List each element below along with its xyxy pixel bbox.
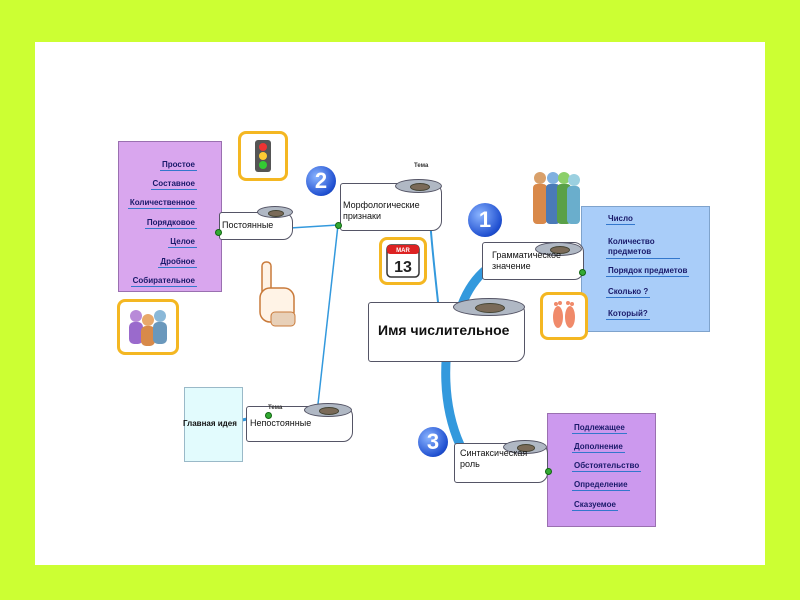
synt-topic-text: Синтаксическая роль [460, 448, 528, 469]
synt-item-2[interactable]: Обстоятельство [572, 461, 642, 472]
var-node-label: Непостоянные [250, 418, 312, 428]
var-roll [304, 403, 352, 417]
const-panel [118, 141, 222, 292]
synt-topic-label: Синтаксическая роль [460, 448, 540, 470]
morph-topic-label: Морфологические признаки [343, 200, 435, 222]
morph-topic-text: Морфологические признаки [343, 200, 420, 221]
people-icon [528, 168, 584, 228]
gram-topic-text: Грамматическое значение [492, 250, 561, 271]
calendar-month: MAR [396, 248, 410, 254]
gram-item-1-text: Количество предметов [608, 237, 655, 256]
gram-topic-label: Грамматическое значение [492, 250, 572, 272]
synt-roll [503, 440, 547, 454]
const-item-4[interactable]: Целое [168, 237, 197, 248]
central-roll [453, 298, 525, 316]
const-item-0[interactable]: Простое [159, 160, 197, 171]
dot-main-idea[interactable] [265, 412, 272, 419]
gram-item-4[interactable]: Который? [606, 309, 650, 320]
badge-3: 3 [418, 427, 448, 457]
badge-2: 2 [306, 166, 336, 196]
synt-item-1[interactable]: Дополнение [572, 442, 625, 453]
dot-morph[interactable] [335, 222, 342, 229]
gram-item-2[interactable]: Порядок предметов [606, 266, 690, 277]
const-item-2[interactable]: Количественное [127, 198, 197, 209]
calendar-day: 13 [394, 259, 412, 276]
main-idea-label: Главная идея [183, 419, 237, 428]
var-tag: Тема [268, 405, 283, 411]
hand-icon [255, 258, 299, 330]
gram-item-1[interactable]: Количество предметов [606, 237, 680, 259]
gram-panel [581, 206, 710, 332]
const-item-5[interactable]: Дробное [158, 257, 197, 268]
badge-1: 1 [468, 203, 502, 237]
morph-roll [395, 179, 442, 193]
synt-item-3[interactable]: Определение [572, 480, 630, 491]
calendar-icon: MAR 13 [379, 237, 427, 285]
footprints-icon [540, 292, 588, 340]
dot-gram[interactable] [579, 269, 586, 276]
gram-item-0[interactable]: Число [606, 214, 635, 225]
const-item-1[interactable]: Составное [150, 179, 197, 190]
const-item-3[interactable]: Порядковое [144, 218, 197, 229]
gram-roll [535, 242, 582, 256]
traffic-light-icon [238, 131, 288, 181]
group-icon [117, 299, 179, 355]
const-node-label: Постоянные [222, 220, 274, 230]
const-roll [257, 206, 293, 218]
dot-synt[interactable] [545, 468, 552, 475]
synt-item-4[interactable]: Сказуемое [572, 500, 618, 511]
central-topic-label: Имя числительное [378, 322, 510, 338]
main-idea-box[interactable] [184, 387, 243, 462]
const-item-6[interactable]: Собирательное [130, 276, 197, 287]
dot-const[interactable] [215, 229, 222, 236]
gram-item-3[interactable]: Сколько ? [606, 287, 651, 298]
morph-tag: Тема [414, 163, 429, 169]
synt-item-0[interactable]: Подлежащее [572, 423, 627, 434]
